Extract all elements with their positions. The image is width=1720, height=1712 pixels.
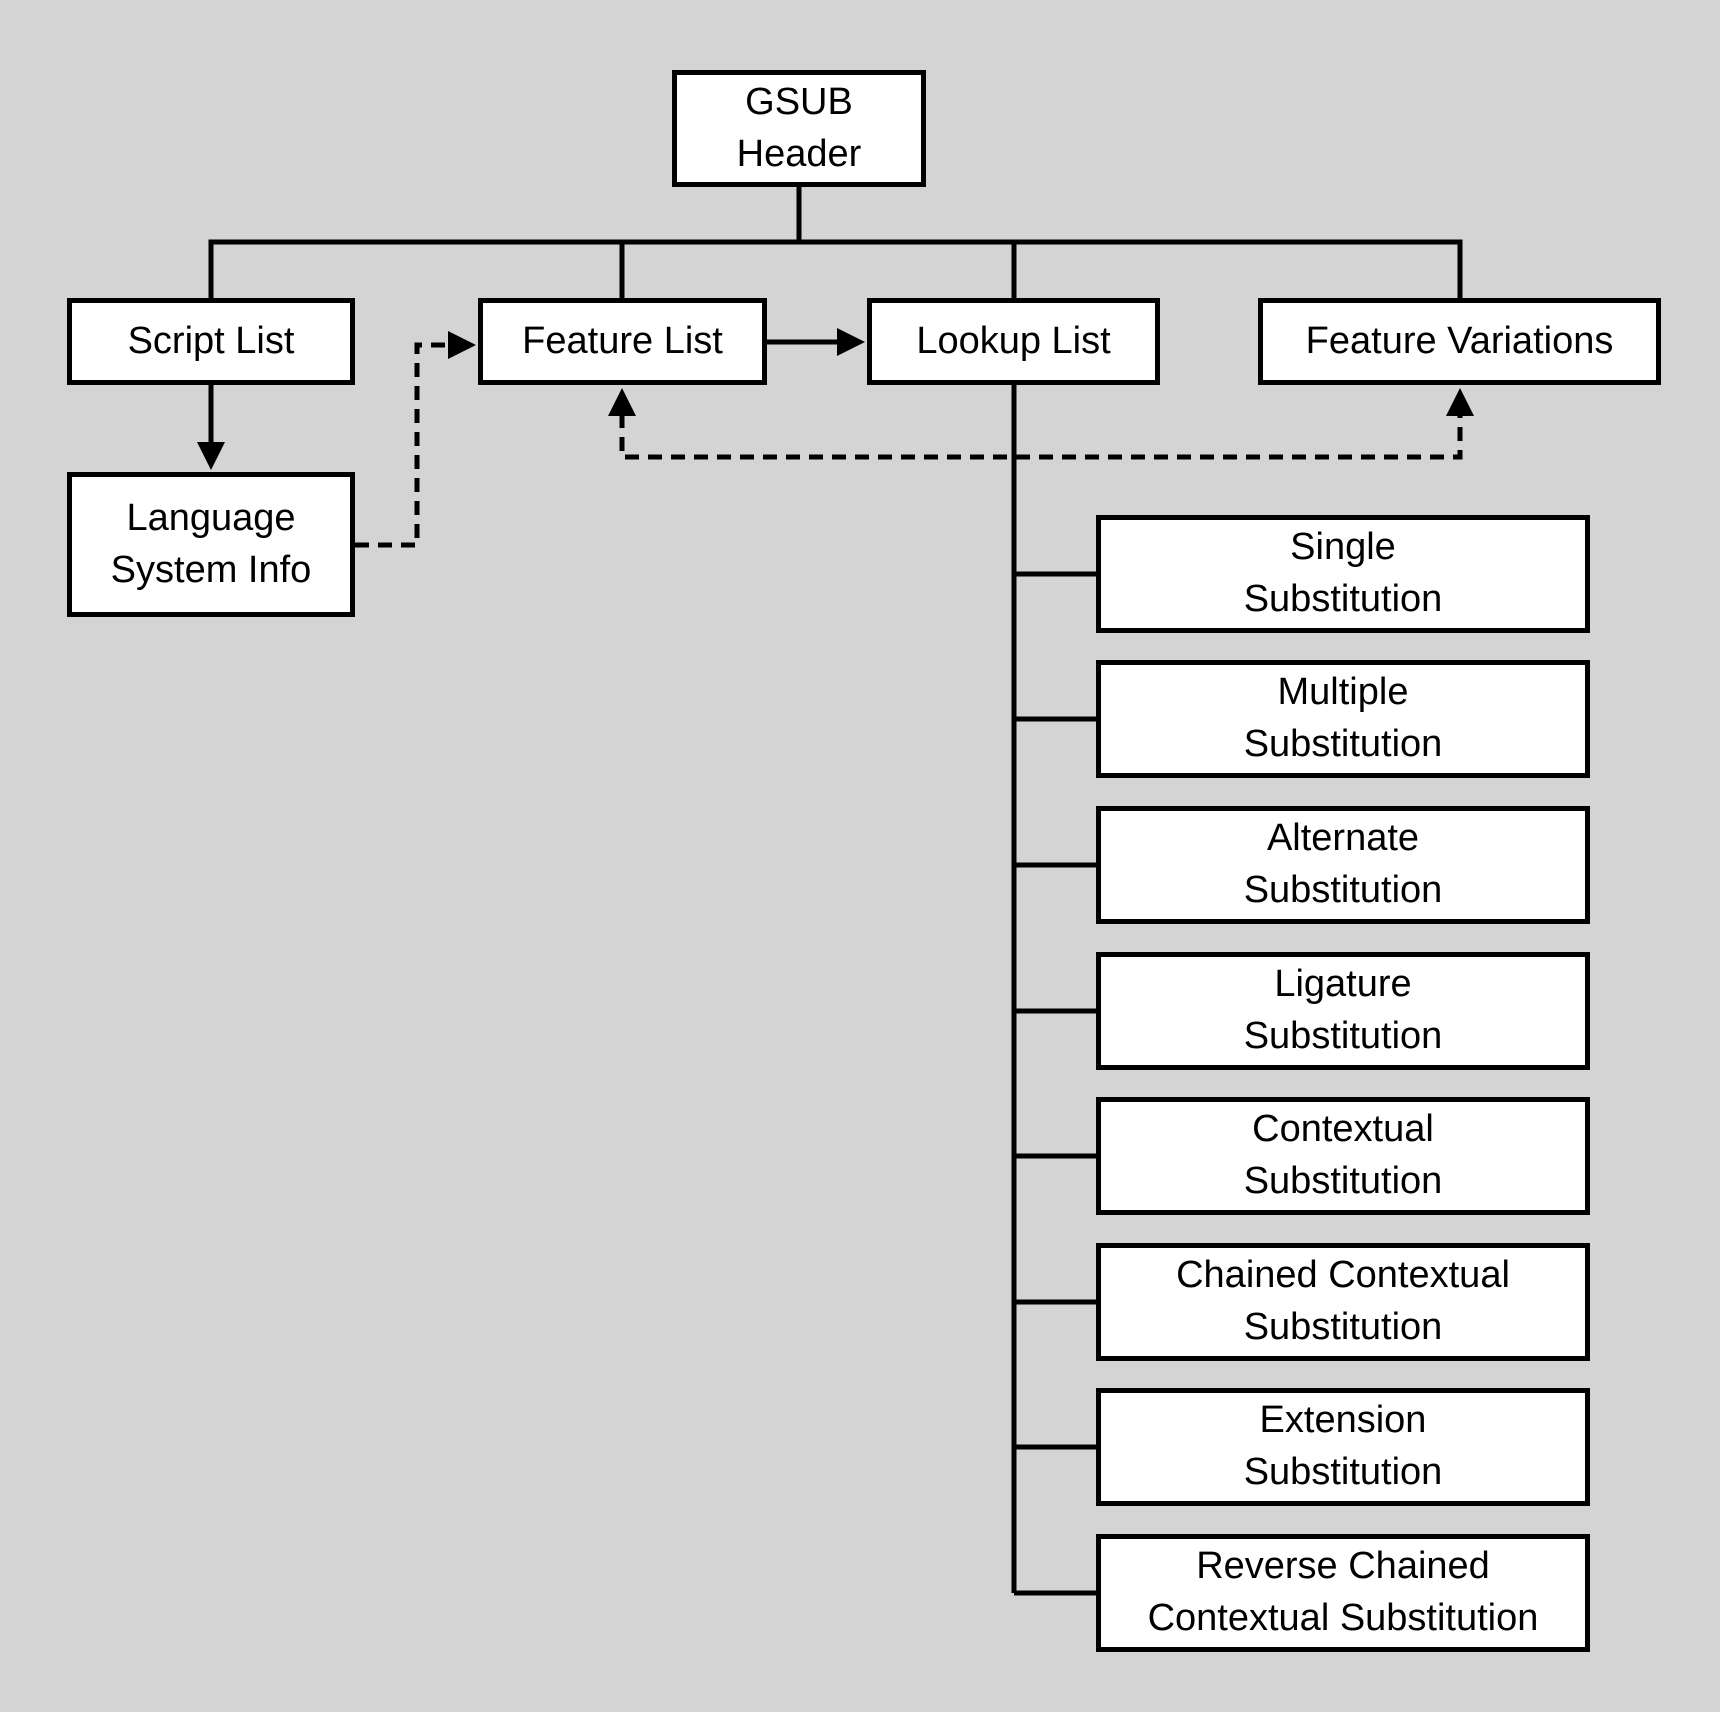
node-gsub-header: GSUB Header [672,70,926,187]
node-ligature-substitution: Ligature Substitution [1096,952,1590,1070]
node-lookup-list: Lookup List [867,298,1160,385]
connector-trunk [208,239,1463,298]
connector-langsys-featurelist [355,342,448,548]
arrow-into-langsys-icon [197,442,225,470]
arrow-into-featurevariations-icon [1446,388,1474,416]
node-reverse-chained-contextual-substitution: Reverse Chained Contextual Substitution [1096,1534,1590,1652]
node-extension-substitution: Extension Substitution [1096,1388,1590,1506]
arrow-into-lookuplist-icon [837,328,865,356]
node-multiple-substitution: Multiple Substitution [1096,660,1590,778]
node-script-list: Script List [67,298,355,385]
node-language-system-info: Language System Info [67,472,355,617]
node-alternate-substitution: Alternate Substitution [1096,806,1590,924]
arrow-into-featurelist-bottom-icon [608,388,636,416]
arrow-into-featurelist-left-icon [448,331,476,359]
node-contextual-substitution: Contextual Substitution [1096,1097,1590,1215]
connector-dashed-crosslink [619,414,1463,460]
node-chained-contextual-substitution: Chained Contextual Substitution [1096,1243,1590,1361]
node-feature-variations: Feature Variations [1258,298,1661,385]
node-single-substitution: Single Substitution [1096,515,1590,633]
node-feature-list: Feature List [478,298,767,385]
